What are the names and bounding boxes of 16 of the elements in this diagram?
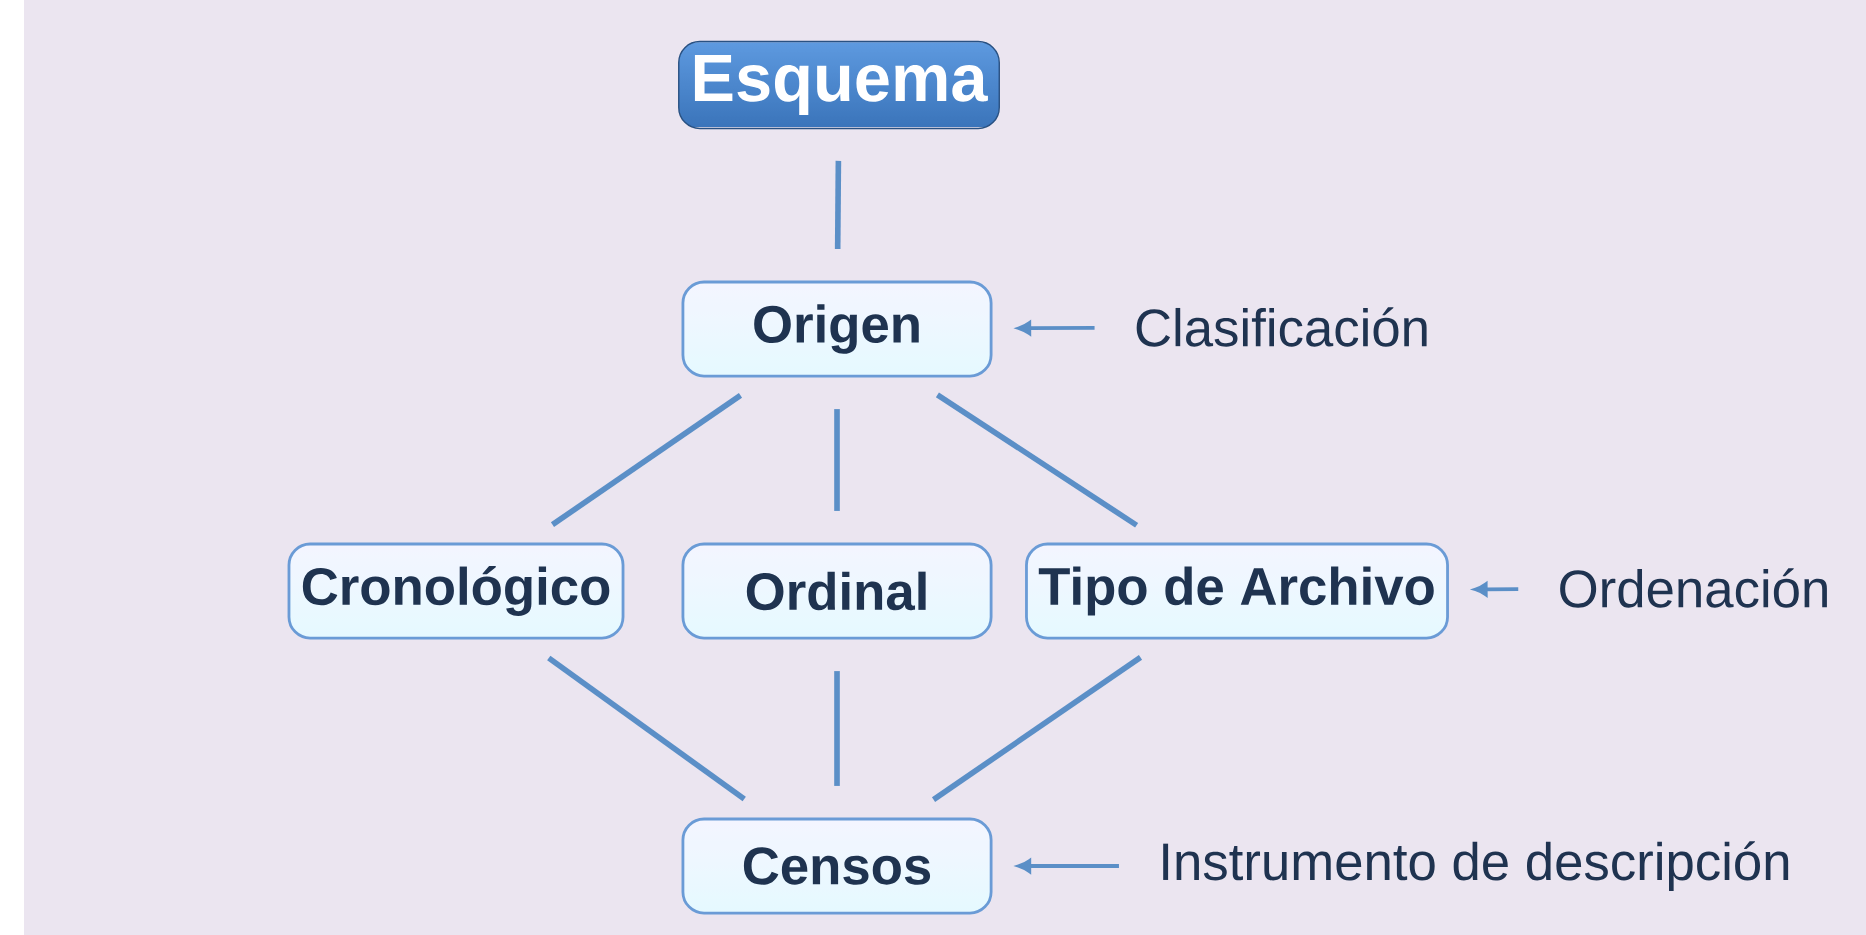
side-label: Clasificación <box>1136 307 1427 347</box>
process-box: Censos <box>681 817 993 915</box>
heading-box: Esquema <box>678 40 1000 130</box>
connector-line <box>834 160 842 249</box>
connector-line <box>550 393 743 527</box>
process-box: Origen <box>681 280 993 378</box>
connector-line <box>834 671 840 786</box>
connector-line <box>935 392 1139 528</box>
connector-line <box>931 655 1143 802</box>
connector-line <box>834 409 840 511</box>
connector-line <box>547 655 746 802</box>
process-box: Cronológico <box>287 542 625 640</box>
process-box: Tipo de Archivo <box>1025 542 1449 640</box>
side-label: Instrumento de descripción <box>1163 841 1789 891</box>
side-label: Ordenación <box>1560 568 1827 608</box>
process-box: Ordinal <box>681 542 993 640</box>
